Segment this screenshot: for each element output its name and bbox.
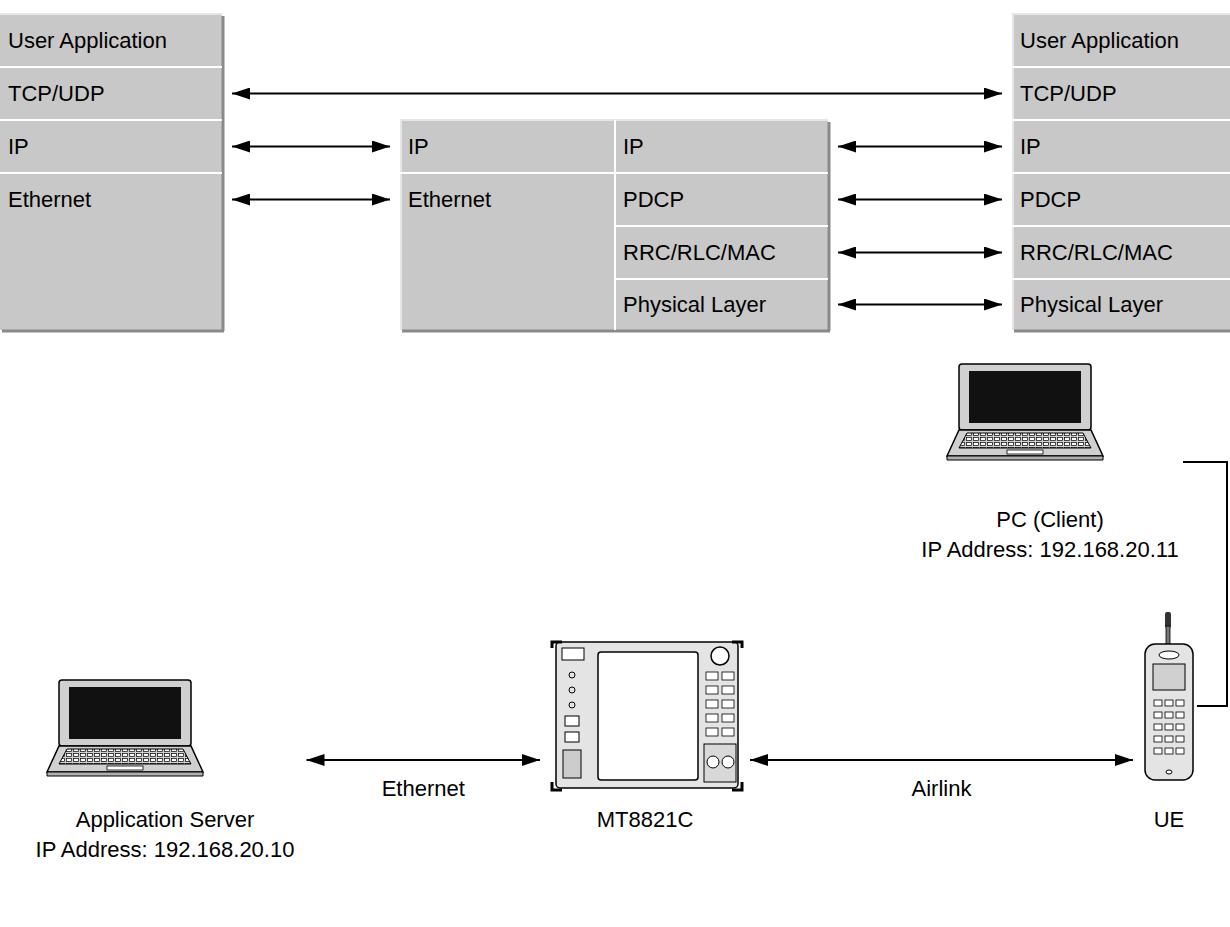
layer-name: IP [8,134,29,160]
tester-icon [552,642,742,790]
double-arrow [307,759,541,761]
protocol-layer-box: IP [615,120,828,173]
layer-name: User Application [8,28,167,54]
protocol-stack [0,14,224,331]
protocol-layer-box: User Application [0,14,222,67]
device: Application ServerIP Address: 192.168.20… [32,678,299,865]
ip-address: IP Address: 192.168.20.11 [917,535,1183,565]
device-name: MT8821C [548,805,742,835]
protocol-layer-box: RRC/RLC/MAC [615,226,828,279]
layer-name: IP [1020,134,1041,160]
protocol-layer-box: PDCP [615,173,828,226]
double-arrow [838,304,1002,306]
ip-address: IP Address: 192.168.20.10 [32,835,299,865]
layer-name: RRC/RLC/MAC [623,240,776,266]
device-name: Application Server [32,805,299,835]
device-name: UE [1141,805,1197,835]
layer-name: IP [623,134,644,160]
layer-name: IP [408,134,429,160]
layer-name: RRC/RLC/MAC [1020,240,1173,266]
double-arrow [838,252,1002,254]
layer-name: Ethernet [8,187,91,213]
protocol-layer-box: PDCP [1012,173,1230,226]
device-name: PC (Client) [917,505,1183,535]
double-arrow [750,759,1133,761]
protocol-layer-box: TCP/UDP [0,67,222,120]
protocol-layer-box: TCP/UDP [1012,67,1230,120]
link-label: Ethernet [379,776,468,802]
cable-line [1183,462,1227,706]
phone-icon [1145,612,1193,780]
protocol-layer-box: IP [0,120,222,173]
protocol-layer-box: RRC/RLC/MAC [1012,226,1230,279]
layer-name: PDCP [623,187,684,213]
protocol-layer-box: Ethernet [0,173,222,226]
double-arrow [838,146,1002,148]
double-arrow [232,93,1002,95]
device: UE [1141,610,1197,835]
protocol-stack [400,120,830,331]
protocol-layer-box: IP [400,120,615,173]
protocol-layer-box: IP [1012,120,1230,173]
link-label: Airlink [909,776,975,802]
double-arrow [232,146,390,148]
laptop-icon [947,364,1103,460]
protocol-layer-box: Ethernet [400,173,615,226]
layer-name: User Application [1020,28,1179,54]
protocol-layer-box: Physical Layer [615,279,828,330]
device: PC (Client)IP Address: 192.168.20.11 [917,360,1183,565]
layer-name: Physical Layer [623,292,766,318]
device: MT8821C [548,640,742,835]
layer-name: PDCP [1020,187,1081,213]
protocol-layer-box: User Application [1012,14,1230,67]
double-arrow [232,199,390,201]
layer-name: TCP/UDP [1020,81,1117,107]
double-arrow [838,199,1002,201]
protocol-layer-box: Physical Layer [1012,279,1230,330]
laptop-icon [47,680,203,776]
layer-name: Ethernet [408,187,491,213]
protocol-stack [1012,14,1230,331]
layer-name: TCP/UDP [8,81,105,107]
layer-name: Physical Layer [1020,292,1163,318]
